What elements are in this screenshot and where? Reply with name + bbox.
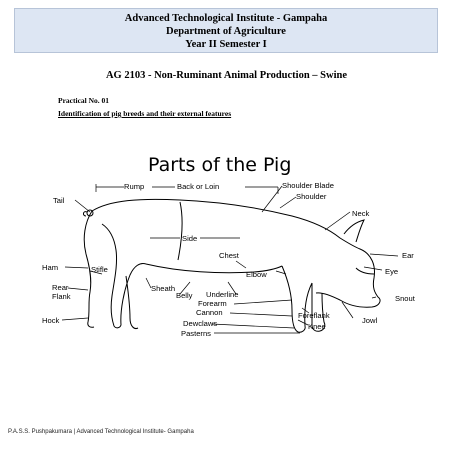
label-ear: Ear <box>402 251 414 260</box>
figure-title: Parts of the Pig <box>148 154 291 176</box>
label-jowl: Jowl <box>362 316 378 325</box>
label-neck: Neck <box>352 209 370 218</box>
label-underline: Underline <box>206 290 239 299</box>
label-dewclaws: Dewclaws <box>183 319 217 328</box>
pig-outline <box>83 198 381 333</box>
label-rear-flank-line2: Flank <box>52 292 71 301</box>
practical-subject: Identification of pig breeds and their e… <box>58 109 232 118</box>
label-belly: Belly <box>176 291 193 300</box>
pig-parts-figure: Parts of the Pig <box>30 150 430 345</box>
year-semester: Year II Semester I <box>185 39 267 50</box>
label-side: Side <box>182 234 197 243</box>
label-elbow: Elbow <box>246 270 267 279</box>
label-rear-flank-line1: Rear <box>52 283 69 292</box>
label-back-or-loin: Back or Loin <box>177 182 219 191</box>
label-chest: Chest <box>219 251 240 260</box>
label-forearm: Forearm <box>198 299 227 308</box>
department-name: Department of Agriculture <box>166 26 286 37</box>
label-foreflank: Foreflank <box>298 311 330 320</box>
label-hock: Hock <box>42 316 60 325</box>
pig-diagram: Parts of the Pig <box>42 154 416 338</box>
label-stifle: Stifle <box>91 265 108 274</box>
label-sheath: Sheath <box>151 284 175 293</box>
institute-name: Advanced Technological Institute - Gampa… <box>124 13 328 24</box>
label-knee: Knee <box>308 322 326 331</box>
label-rump: Rump <box>124 182 144 191</box>
leader-lines <box>61 184 399 334</box>
practical-number: Practical No. 01 <box>58 96 110 105</box>
label-snout: Snout <box>395 294 416 303</box>
label-eye: Eye <box>385 267 398 276</box>
label-shoulder-blade: Shoulder Blade <box>282 181 334 190</box>
label-tail: Tail <box>53 196 65 205</box>
page-footer: P.A.S.S. Pushpakumara | Advanced Technol… <box>8 429 194 435</box>
label-shoulder: Shoulder <box>296 192 327 201</box>
label-cannon: Cannon <box>196 308 223 317</box>
label-pasterns: Pasterns <box>181 329 211 338</box>
label-rear-flank: Rear Flank <box>52 283 71 301</box>
label-ham: Ham <box>42 263 58 272</box>
document-header: Advanced Technological Institute - Gampa… <box>14 8 438 53</box>
course-title: AG 2103 - Non-Ruminant Animal Production… <box>105 70 348 81</box>
